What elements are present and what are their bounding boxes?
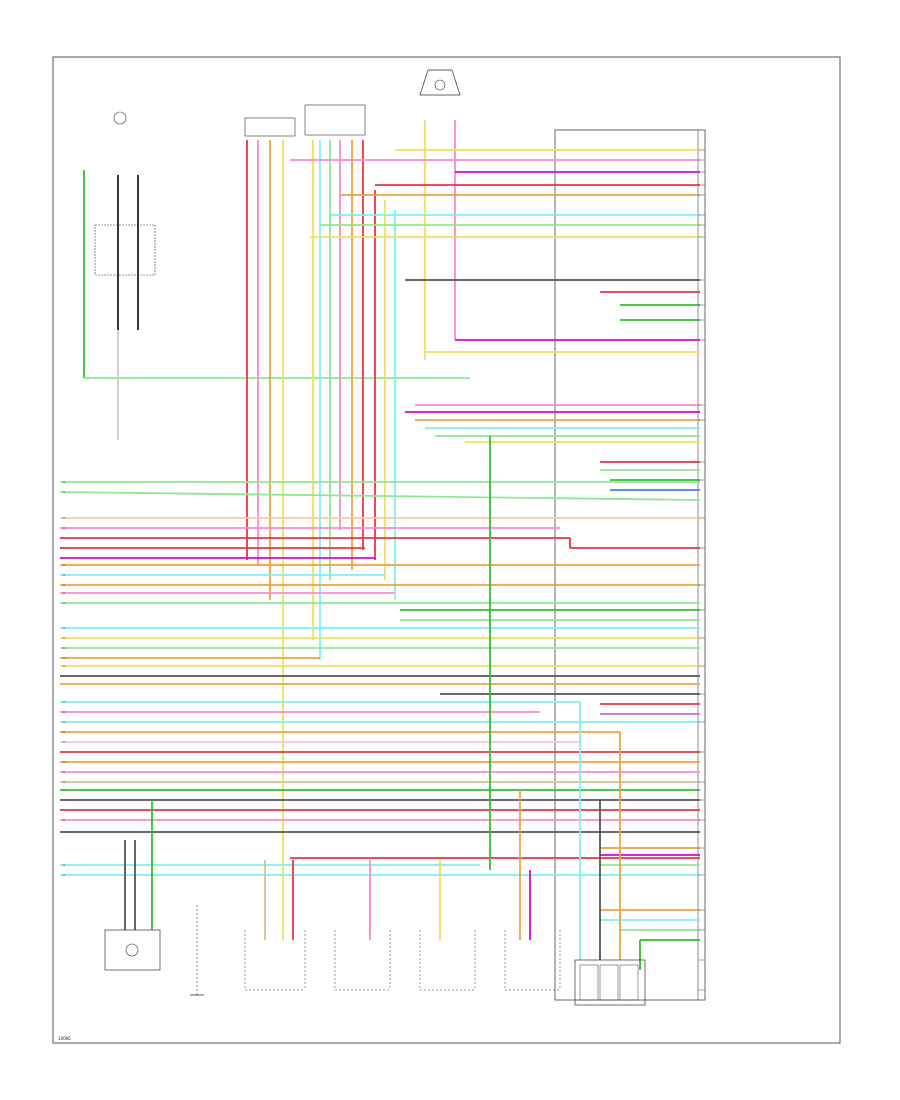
transmission-range-switch — [244, 104, 366, 137]
injector-4 — [504, 930, 561, 991]
injector-3 — [419, 930, 476, 991]
corner-label: 10066 — [58, 1036, 71, 1041]
fuel-pump-module — [104, 929, 161, 971]
sensor-cluster — [574, 959, 646, 1006]
ground-symbol — [190, 905, 204, 996]
top-sensor — [419, 69, 461, 96]
wires — [59, 120, 701, 970]
top-left-unit — [94, 111, 156, 276]
injector-2 — [334, 930, 391, 991]
left-pin-markers — [63, 481, 65, 876]
injector-1 — [244, 930, 306, 991]
diagram-border — [52, 56, 841, 1044]
pcm-pin-ticks — [698, 149, 705, 991]
